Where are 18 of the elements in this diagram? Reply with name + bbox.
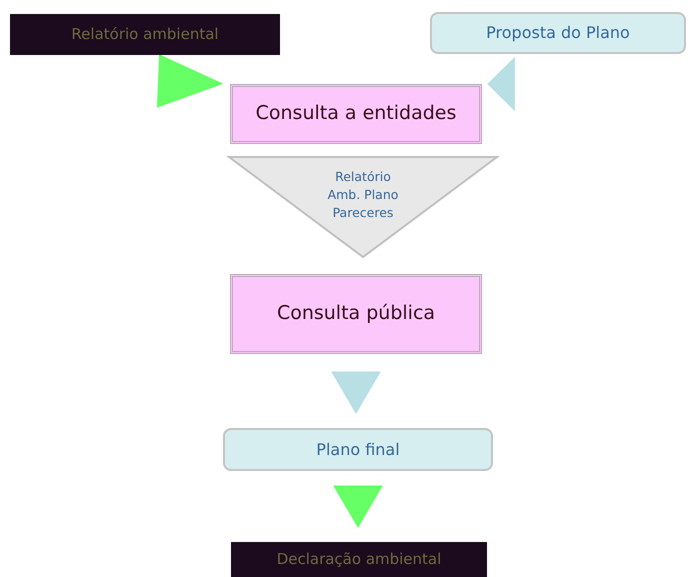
node-label: Declaração ambiental — [276, 548, 442, 570]
node-label: Plano final — [316, 438, 400, 461]
arrow — [331, 372, 381, 414]
node-label: Relatório Amb. Plano Pareceres — [326, 168, 400, 222]
dark-box — [10, 14, 280, 55]
process-box — [230, 84, 482, 144]
dark-box — [231, 542, 487, 577]
arrow — [333, 486, 383, 528]
node-label: Relatório ambiental — [71, 24, 219, 45]
node-label: Consulta pública — [276, 301, 436, 326]
process-box — [230, 274, 482, 354]
inverted-triangle — [228, 156, 498, 258]
arrow — [156, 54, 224, 108]
rounded-box — [430, 12, 686, 54]
node-label: Proposta do Plano — [486, 22, 630, 44]
node-label: Consulta a entidades — [256, 101, 456, 126]
arrow — [487, 56, 515, 112]
rounded-box — [223, 428, 493, 471]
